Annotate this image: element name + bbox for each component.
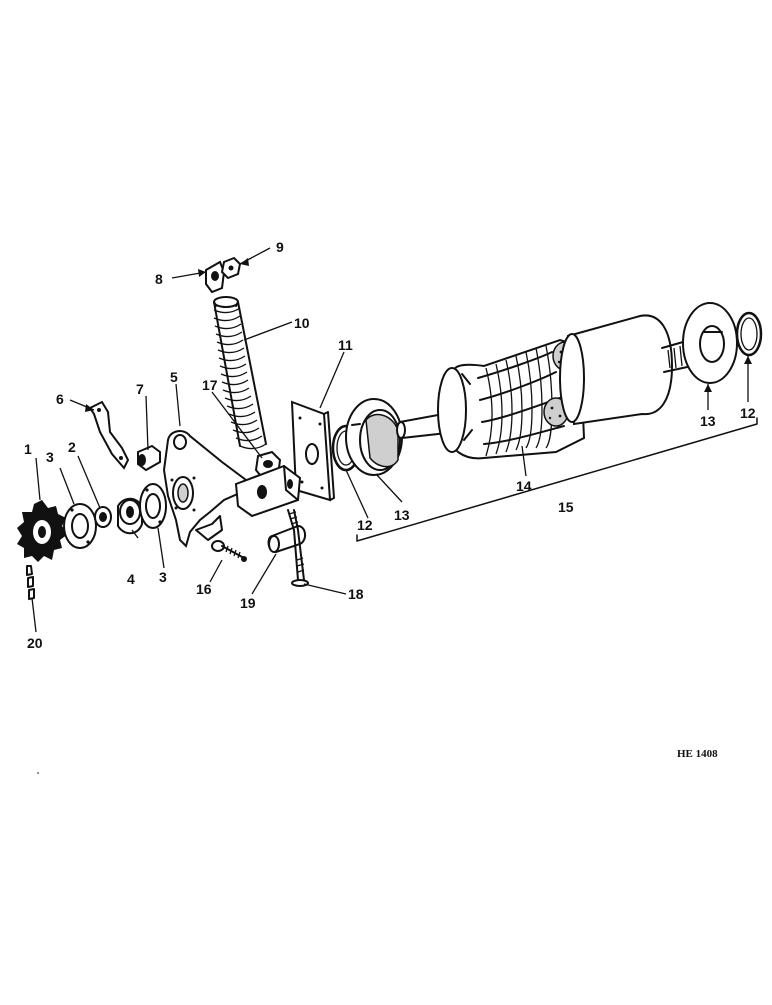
part-snap-ring-right — [735, 311, 763, 357]
part-flangette-right — [139, 483, 167, 529]
callout-11: 11 — [338, 337, 353, 353]
part-mounting-arm — [162, 430, 248, 548]
part-coil-spring — [213, 296, 267, 450]
figure-code: HE 1408 — [677, 748, 718, 760]
callout-12-left: 12 — [357, 517, 373, 533]
part-hook-nut — [220, 256, 242, 280]
callout-12-right: 12 — [740, 405, 756, 421]
part-spring-hook — [205, 260, 226, 294]
callout-4: 4 — [127, 571, 135, 587]
callout-7: 7 — [136, 381, 144, 397]
part-armature-windings — [437, 338, 586, 460]
callout-17: 17 — [202, 377, 218, 393]
callout-6: 6 — [56, 391, 64, 407]
part-end-ring-left — [345, 398, 403, 476]
callout-19: 19 — [240, 595, 256, 611]
callout-5: 5 — [170, 369, 178, 385]
callout-9: 9 — [276, 239, 284, 255]
part-motor-housing — [559, 314, 693, 426]
callout-2: 2 — [68, 439, 76, 455]
part-sprocket — [17, 500, 68, 562]
part-bracket — [88, 400, 130, 470]
part-motor-mount-plate — [290, 400, 335, 502]
callout-3-right: 3 — [159, 569, 167, 585]
scan-speck — [37, 772, 39, 774]
callout-14: 14 — [516, 478, 532, 494]
callout-15: 15 — [558, 499, 574, 515]
leader-lines — [31, 247, 749, 633]
callout-20: 20 — [27, 635, 43, 651]
callout-13-right: 13 — [700, 413, 716, 429]
callout-8: 8 — [155, 271, 163, 287]
callout-labels: 1 2 3 3 4 5 6 7 8 9 10 11 12 12 13 13 14… — [24, 239, 756, 651]
callout-16: 16 — [196, 581, 212, 597]
leader-arrowheads — [85, 258, 752, 412]
callout-3-left: 3 — [46, 449, 54, 465]
part-end-ring-right — [682, 302, 738, 384]
part-collar — [94, 506, 112, 528]
part-spacer — [137, 444, 161, 472]
part-bearing — [117, 497, 143, 535]
callout-18: 18 — [348, 586, 364, 602]
part-bolt-18 — [287, 509, 309, 587]
assembly-bracket-15 — [356, 417, 758, 542]
callout-13-left: 13 — [394, 507, 410, 523]
callout-10: 10 — [294, 315, 310, 331]
callout-1: 1 — [24, 441, 32, 457]
part-bolt-16 — [211, 540, 247, 562]
part-chain-link — [26, 565, 35, 600]
part-flangette-left — [63, 503, 97, 549]
part-clamp-block — [234, 464, 302, 518]
